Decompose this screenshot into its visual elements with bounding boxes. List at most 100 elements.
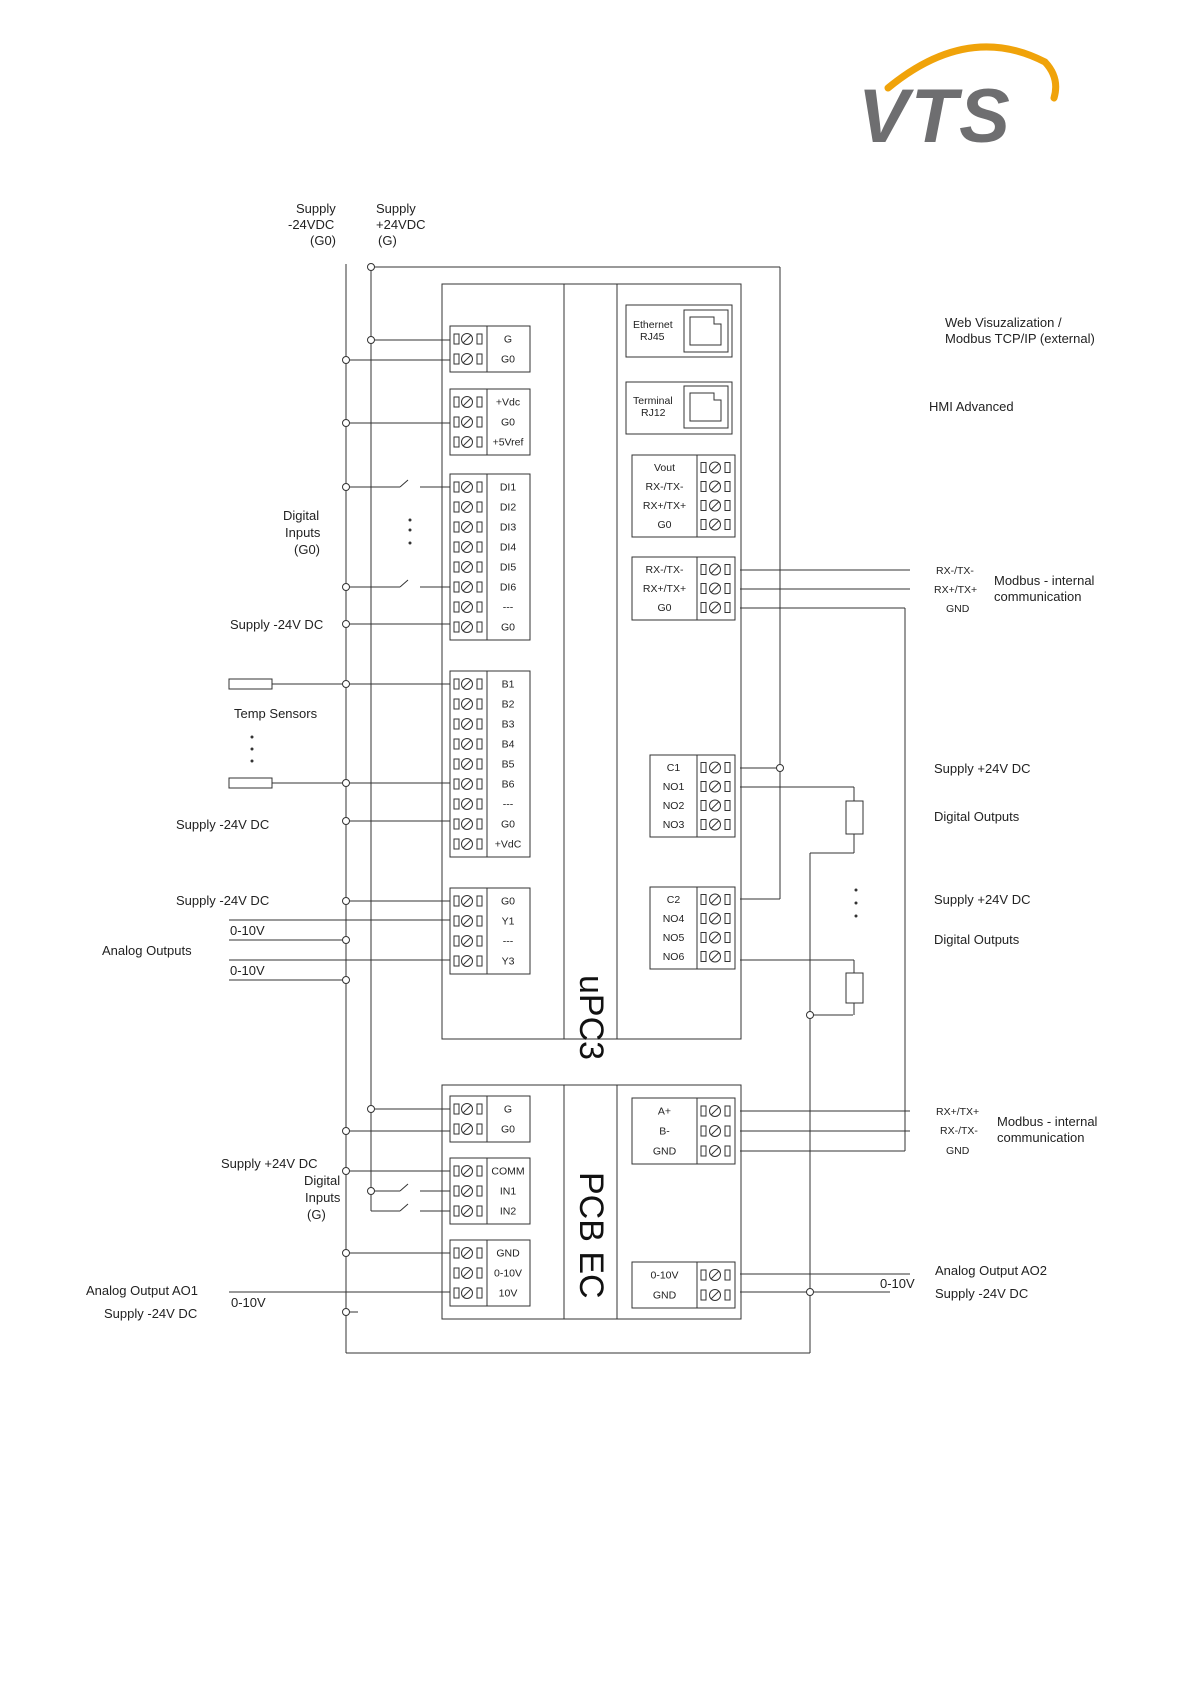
di-l3: (G0) [294,542,320,557]
terminal-label: G0 [501,417,515,429]
terminal-label: G0 [501,622,515,634]
v010-c: 0-10V [231,1295,266,1310]
supply-pos-l1: Supply [376,201,416,216]
terminal-label: DI2 [500,502,517,514]
rxp-b: RX+/TX+ [936,1106,979,1118]
supply-neg-l3: (G0) [310,233,336,248]
terminal-label: IN1 [500,1186,517,1198]
terminal-label: GND [653,1146,677,1158]
terminal-label: IN2 [500,1206,517,1218]
ethernet-label-1: Ethernet [633,319,673,331]
terminal-label: G0 [657,519,671,531]
terminal-label: NO1 [663,781,685,793]
supply-24-a: Supply -24V DC [230,617,323,632]
analog-ao2: Analog Output AO2 [935,1263,1047,1278]
pcb-block-ao2: 0-10V GND [631,1261,736,1309]
terminal-label: C1 [667,762,681,774]
upc3-block-bms: RX-/TX- RX+/TX+ G0 [631,556,736,621]
temp-sensors: Temp Sensors [234,706,318,721]
di-l2: Inputs [285,525,321,540]
terminal-label-1: Terminal [633,395,673,407]
supply-24-c: Supply -24V DC [176,893,269,908]
wiring [228,264,910,1354]
terminal-label: 0-10V [650,1270,678,1282]
terminal-label: NO6 [663,951,685,963]
terminal-label: B1 [502,679,515,691]
terminal-label: B2 [502,699,515,711]
rxm-b: RX-/TX- [940,1125,978,1137]
v010-a: 0-10V [230,923,265,938]
terminal-label: RX+/TX+ [643,500,686,512]
web-l2: Modbus TCP/IP (external) [945,331,1095,346]
terminal-label: DI3 [500,522,517,534]
analog-outputs: Analog Outputs [102,943,192,958]
pcb-ec-title: PCB EC [572,1172,610,1299]
vts-logo: VTS [858,43,1060,159]
terminal-label: B4 [502,739,515,751]
ethernet-port: Ethernet RJ45 [625,304,733,358]
supply-pos-l3: (G) [378,233,397,248]
upc3-block-power: GG0 [449,325,531,373]
hmi: HMI Advanced [929,399,1014,414]
left-labels: Supply -24VDC (G0) Supply +24VDC (G) Dig… [86,201,426,1321]
modbus-b1: Modbus - internal [997,1114,1098,1129]
terminal-label: --- [503,936,514,948]
terminal-label: 0-10V [494,1268,522,1280]
analog-ao1: Analog Output AO1 [86,1283,198,1298]
supply-pos-b: Supply +24V DC [934,892,1030,907]
modbus-b2: communication [997,1130,1084,1145]
terminal-label: Vout [654,462,675,474]
terminal-label: +5Vref [493,437,524,449]
terminal-label-2: RJ12 [641,407,666,419]
supply-neg-l2: -24VDC [288,217,334,232]
supply-neg-r: Supply -24V DC [935,1286,1028,1301]
terminal-label: B- [659,1126,670,1138]
pcb-block-modbus: A+ B- GND [631,1097,736,1165]
web-l1: Web Visuzalization / [945,315,1062,330]
terminal-label: DI1 [500,482,517,494]
logo-arc [884,43,1060,102]
terminal-label: G0 [657,602,671,614]
terminal-label: NO5 [663,932,685,944]
modbus-a1: Modbus - internal [994,573,1095,588]
terminal-label: G0 [501,354,515,366]
terminal-label: RX-/TX- [646,564,684,576]
terminal-label: G [504,1104,512,1116]
supply-24-d: Supply -24V DC [104,1306,197,1321]
terminal-label: DI6 [500,582,517,594]
terminal-label: G0 [501,1124,515,1136]
supply-pos24: Supply +24V DC [221,1156,317,1171]
ellipsis-dots [250,518,858,918]
terminal-label: B3 [502,719,515,731]
terminal-label: NO3 [663,819,685,831]
terminal-label: COMM [491,1166,524,1178]
pcb-di-l3: (G) [307,1207,326,1222]
terminal-label: NO4 [663,913,685,925]
terminal-label: G0 [501,819,515,831]
terminal-label: RX+/TX+ [643,583,686,595]
terminal-label: +VdC [495,839,522,851]
upc3-device: uPC3 [441,283,742,1060]
gnd-a: GND [946,603,970,615]
terminal-label: GND [653,1290,677,1302]
modbus-a2: communication [994,589,1081,604]
terminal-label: --- [503,799,514,811]
terminal-label: Y3 [502,956,515,968]
v010-b: 0-10V [230,963,265,978]
terminal-label: C2 [667,894,681,906]
do-a: Digital Outputs [934,809,1020,824]
terminal-label: G0 [501,896,515,908]
terminal-label: A+ [658,1106,671,1118]
terminal-label: 10V [499,1288,518,1300]
pcb-di-l2: Inputs [305,1190,341,1205]
ethernet-label-2: RJ45 [640,331,665,343]
terminal-label: DI5 [500,562,517,574]
right-labels: Web Visuzalization / Modbus TCP/IP (exte… [880,315,1098,1301]
